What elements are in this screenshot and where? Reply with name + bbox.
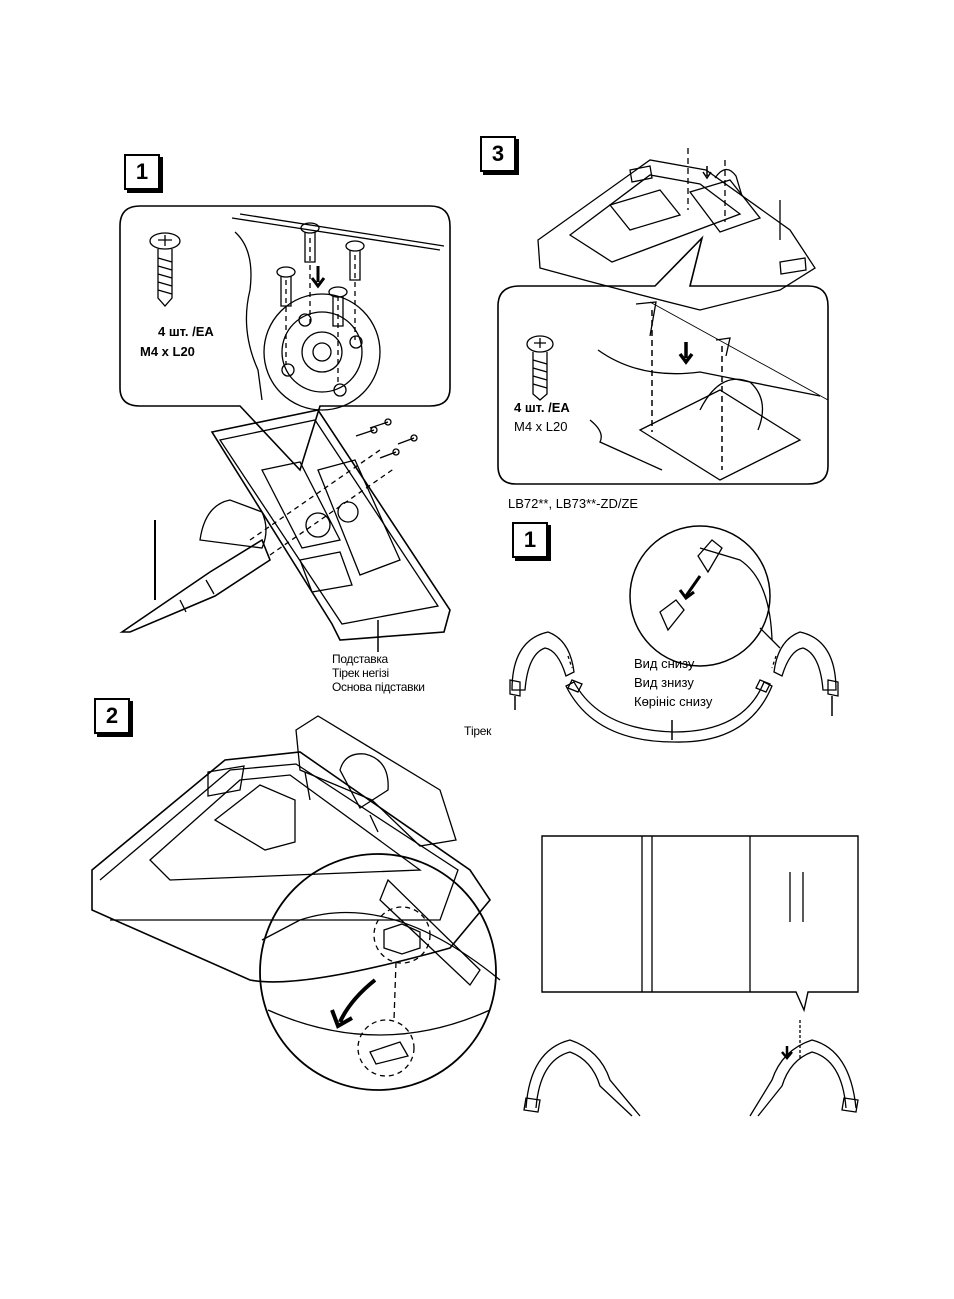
view-label-ua: Вид знизу xyxy=(634,675,694,690)
stand-leg-right xyxy=(774,632,836,690)
model-line-label: LB72**, LB73**-ZD/ZE xyxy=(508,496,638,511)
screw-qty-left: 4 шт. /EA xyxy=(158,324,214,339)
stand-center-bar xyxy=(566,682,772,742)
magnifier-detail xyxy=(260,854,496,1090)
screw-size-right: M4 x L20 xyxy=(514,419,567,434)
label-base-ru: Подставка xyxy=(332,652,388,666)
step-number-3-right: 3 xyxy=(480,136,516,172)
rotate-arrow-icon xyxy=(332,980,375,1026)
label-stand-kz: Тірек xyxy=(464,724,491,738)
view-label-kz: Көрініс снизу xyxy=(634,694,712,709)
zoom-detail-circle xyxy=(630,526,770,666)
arrow-down-icon-left xyxy=(312,266,324,286)
leg-detail-bottom-left xyxy=(526,1040,640,1116)
screw-icon-right xyxy=(527,336,553,400)
arrow-down-icon-right xyxy=(680,342,692,362)
screw-qty-right: 4 шт. /EA xyxy=(514,400,570,415)
tv-back-step3 xyxy=(538,160,815,310)
step-number-1-right: 1 xyxy=(512,522,548,558)
info-table-box xyxy=(542,836,858,1010)
label-base-kz: Тірек негізі xyxy=(332,666,389,680)
leg-detail-bottom-right xyxy=(750,1040,856,1116)
screw-size-left: M4 x L20 xyxy=(140,344,195,359)
stand-neck xyxy=(122,540,270,632)
loose-screws xyxy=(356,419,417,458)
step-number-2-left: 2 xyxy=(94,698,130,734)
view-label-ru: Вид снизу xyxy=(634,656,694,671)
stand-leg-left xyxy=(512,632,574,690)
label-base-ua: Основа підставки xyxy=(332,680,425,694)
step-number-1-left: 1 xyxy=(124,154,160,190)
screw-icon-left xyxy=(150,233,180,306)
